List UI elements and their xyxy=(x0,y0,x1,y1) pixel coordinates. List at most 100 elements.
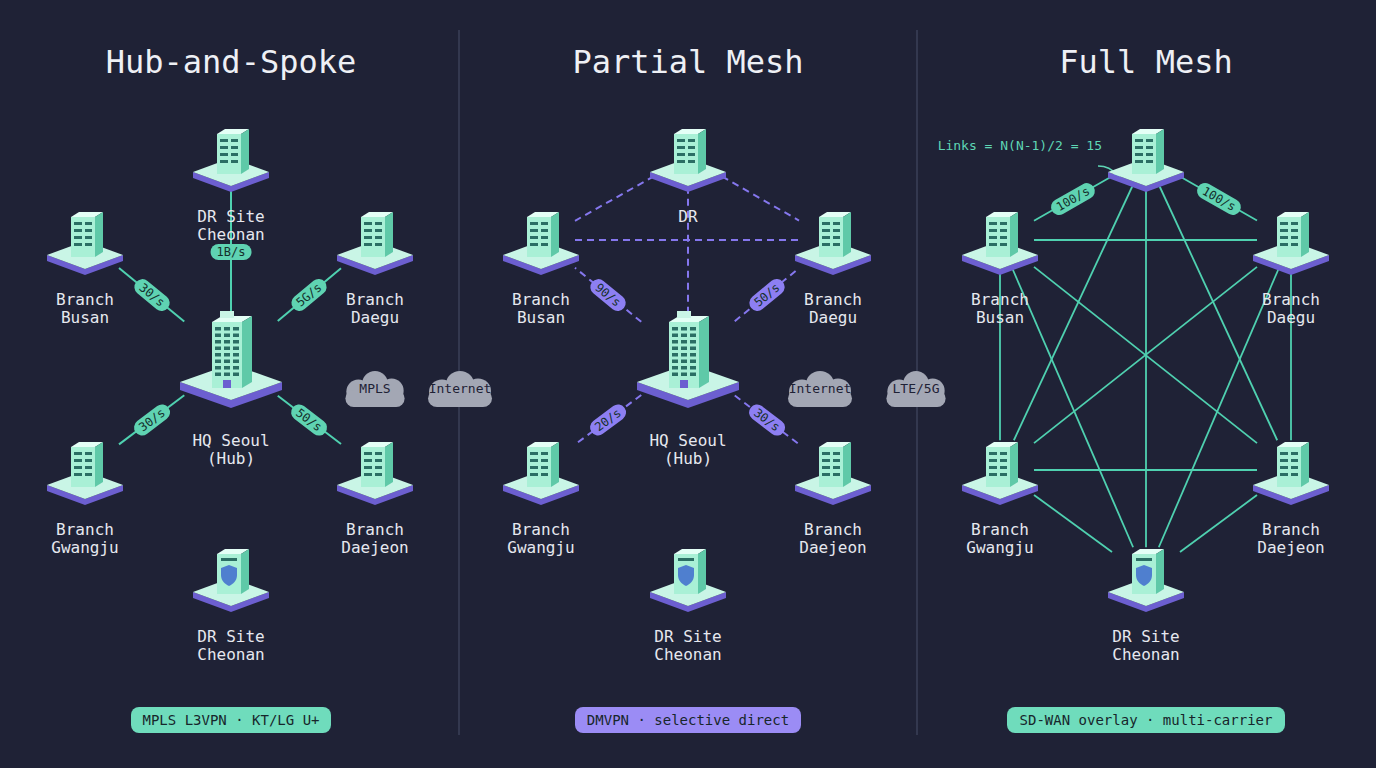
overlay-tunnel xyxy=(722,176,799,220)
network-cloud: Internet xyxy=(420,369,500,407)
overlay-tunnel xyxy=(575,176,654,221)
site-building: DR xyxy=(648,122,728,192)
building-icon xyxy=(191,542,271,612)
site-building: Branch Daegu xyxy=(793,205,873,275)
bandwidth-tag: 1B/s xyxy=(211,244,252,260)
wan-link xyxy=(1013,270,1133,548)
bandwidth-tag: 100/s xyxy=(1048,180,1098,218)
hq-tower-icon xyxy=(176,310,286,410)
site-label: Branch Busan xyxy=(954,291,1046,327)
wan-link xyxy=(278,396,341,444)
bandwidth-tag: 50/s xyxy=(288,401,330,439)
site-label: DR Site Cheonan xyxy=(1100,628,1192,664)
site-label: Branch Gwangju xyxy=(495,521,587,557)
site-building: Branch Busan xyxy=(501,205,581,275)
site-building: Links = N(N-1)/2 = 15 xyxy=(1106,122,1186,192)
cloud-label: MPLS xyxy=(338,369,412,407)
building-icon xyxy=(335,205,415,275)
site-label: Branch Daejeon xyxy=(1245,521,1337,557)
bandwidth-tag: 30/s xyxy=(130,401,172,438)
technology-pill: SD-WAN overlay · multi-carrier xyxy=(1007,707,1285,733)
bandwidth-tag: 50/s xyxy=(746,276,788,314)
building-icon xyxy=(1251,205,1331,275)
dr-site: DR Site Cheonan xyxy=(191,542,271,612)
site-label: DR xyxy=(642,208,734,226)
overlay-tunnel xyxy=(575,395,641,445)
site-label: Branch Gwangju xyxy=(39,521,131,557)
site-label: Branch Busan xyxy=(39,291,131,327)
cloud-label: Internet xyxy=(780,369,860,407)
building-icon xyxy=(1106,542,1186,612)
wan-link xyxy=(1034,176,1112,220)
site-building: Branch Daejeon xyxy=(335,435,415,505)
site-building: Branch Gwangju xyxy=(960,435,1040,505)
site-label: DR Site Cheonan xyxy=(642,628,734,664)
network-cloud: Internet xyxy=(780,369,860,407)
building-icon xyxy=(45,205,125,275)
building-icon xyxy=(648,122,728,192)
site-building: DR Site Cheonan xyxy=(191,122,271,192)
site-building: Branch Daegu xyxy=(1251,205,1331,275)
building-icon xyxy=(960,435,1040,505)
wan-link xyxy=(119,395,184,444)
network-cloud: MPLS xyxy=(338,369,412,407)
site-label: Branch Daejeon xyxy=(329,521,421,557)
cloud-label: Internet xyxy=(420,369,500,407)
network-cloud: LTE/5G xyxy=(879,369,953,407)
site-label: Branch Gwangju xyxy=(954,521,1046,557)
site-building: Branch Gwangju xyxy=(45,435,125,505)
cloud-label: LTE/5G xyxy=(879,369,953,407)
site-label: Branch Daejeon xyxy=(787,521,879,557)
wan-link xyxy=(1034,469,1257,471)
panel-heading: Partial Mesh xyxy=(478,40,898,84)
building-icon xyxy=(501,435,581,505)
site-label: HQ Seoul (Hub) xyxy=(185,432,277,468)
bandwidth-tag: 100/s xyxy=(1194,180,1244,218)
bandwidth-tag: 5G/s xyxy=(289,275,331,313)
overlay-tunnel xyxy=(575,268,641,322)
hub-site: HQ Seoul (Hub) xyxy=(633,310,743,410)
wan-link xyxy=(1034,239,1257,241)
site-building: Branch Gwangju xyxy=(501,435,581,505)
site-label: Branch Daegu xyxy=(1245,291,1337,327)
technology-pill: MPLS L3VPN · KT/LG U+ xyxy=(131,707,331,733)
site-label: Branch Daegu xyxy=(329,291,421,327)
bandwidth-tag: 30/s xyxy=(746,401,788,438)
wan-link xyxy=(278,268,341,321)
building-icon xyxy=(648,542,728,612)
building-icon xyxy=(191,122,271,192)
bandwidth-tag: 20/s xyxy=(587,401,629,438)
pill-label: DMVPN · selective direct xyxy=(587,712,789,728)
callout-note: Links = N(N-1)/2 = 15 xyxy=(932,138,1102,154)
site-label: DR Site Cheonan xyxy=(185,208,277,244)
site-building: Branch Daejeon xyxy=(793,435,873,505)
panel-heading: Hub-and-Spoke xyxy=(21,40,441,84)
site-label: HQ Seoul (Hub) xyxy=(642,432,734,468)
hub-site: HQ Seoul (Hub) xyxy=(176,310,286,410)
site-label: Branch Daegu xyxy=(787,291,879,327)
overlay-tunnel xyxy=(735,268,799,321)
wan-link xyxy=(1034,267,1257,443)
bandwidth-tag: 30/s xyxy=(131,276,173,314)
building-icon xyxy=(1106,122,1186,192)
bandwidth-tag: 90/s xyxy=(587,276,629,314)
building-icon xyxy=(335,435,415,505)
building-icon xyxy=(501,205,581,275)
site-label: Branch Busan xyxy=(495,291,587,327)
dr-site: DR Site Cheonan xyxy=(648,542,728,612)
technology-pill: DMVPN · selective direct xyxy=(575,707,801,733)
wan-link xyxy=(1034,495,1112,552)
building-icon xyxy=(1251,435,1331,505)
wan-link xyxy=(1180,495,1257,552)
pill-label: MPLS L3VPN · KT/LG U+ xyxy=(142,712,319,728)
wan-link xyxy=(1159,270,1278,548)
building-icon xyxy=(793,205,873,275)
building-icon xyxy=(793,435,873,505)
site-building: Branch Busan xyxy=(45,205,125,275)
panel-heading: Full Mesh xyxy=(936,40,1356,84)
wan-link xyxy=(1034,267,1257,443)
